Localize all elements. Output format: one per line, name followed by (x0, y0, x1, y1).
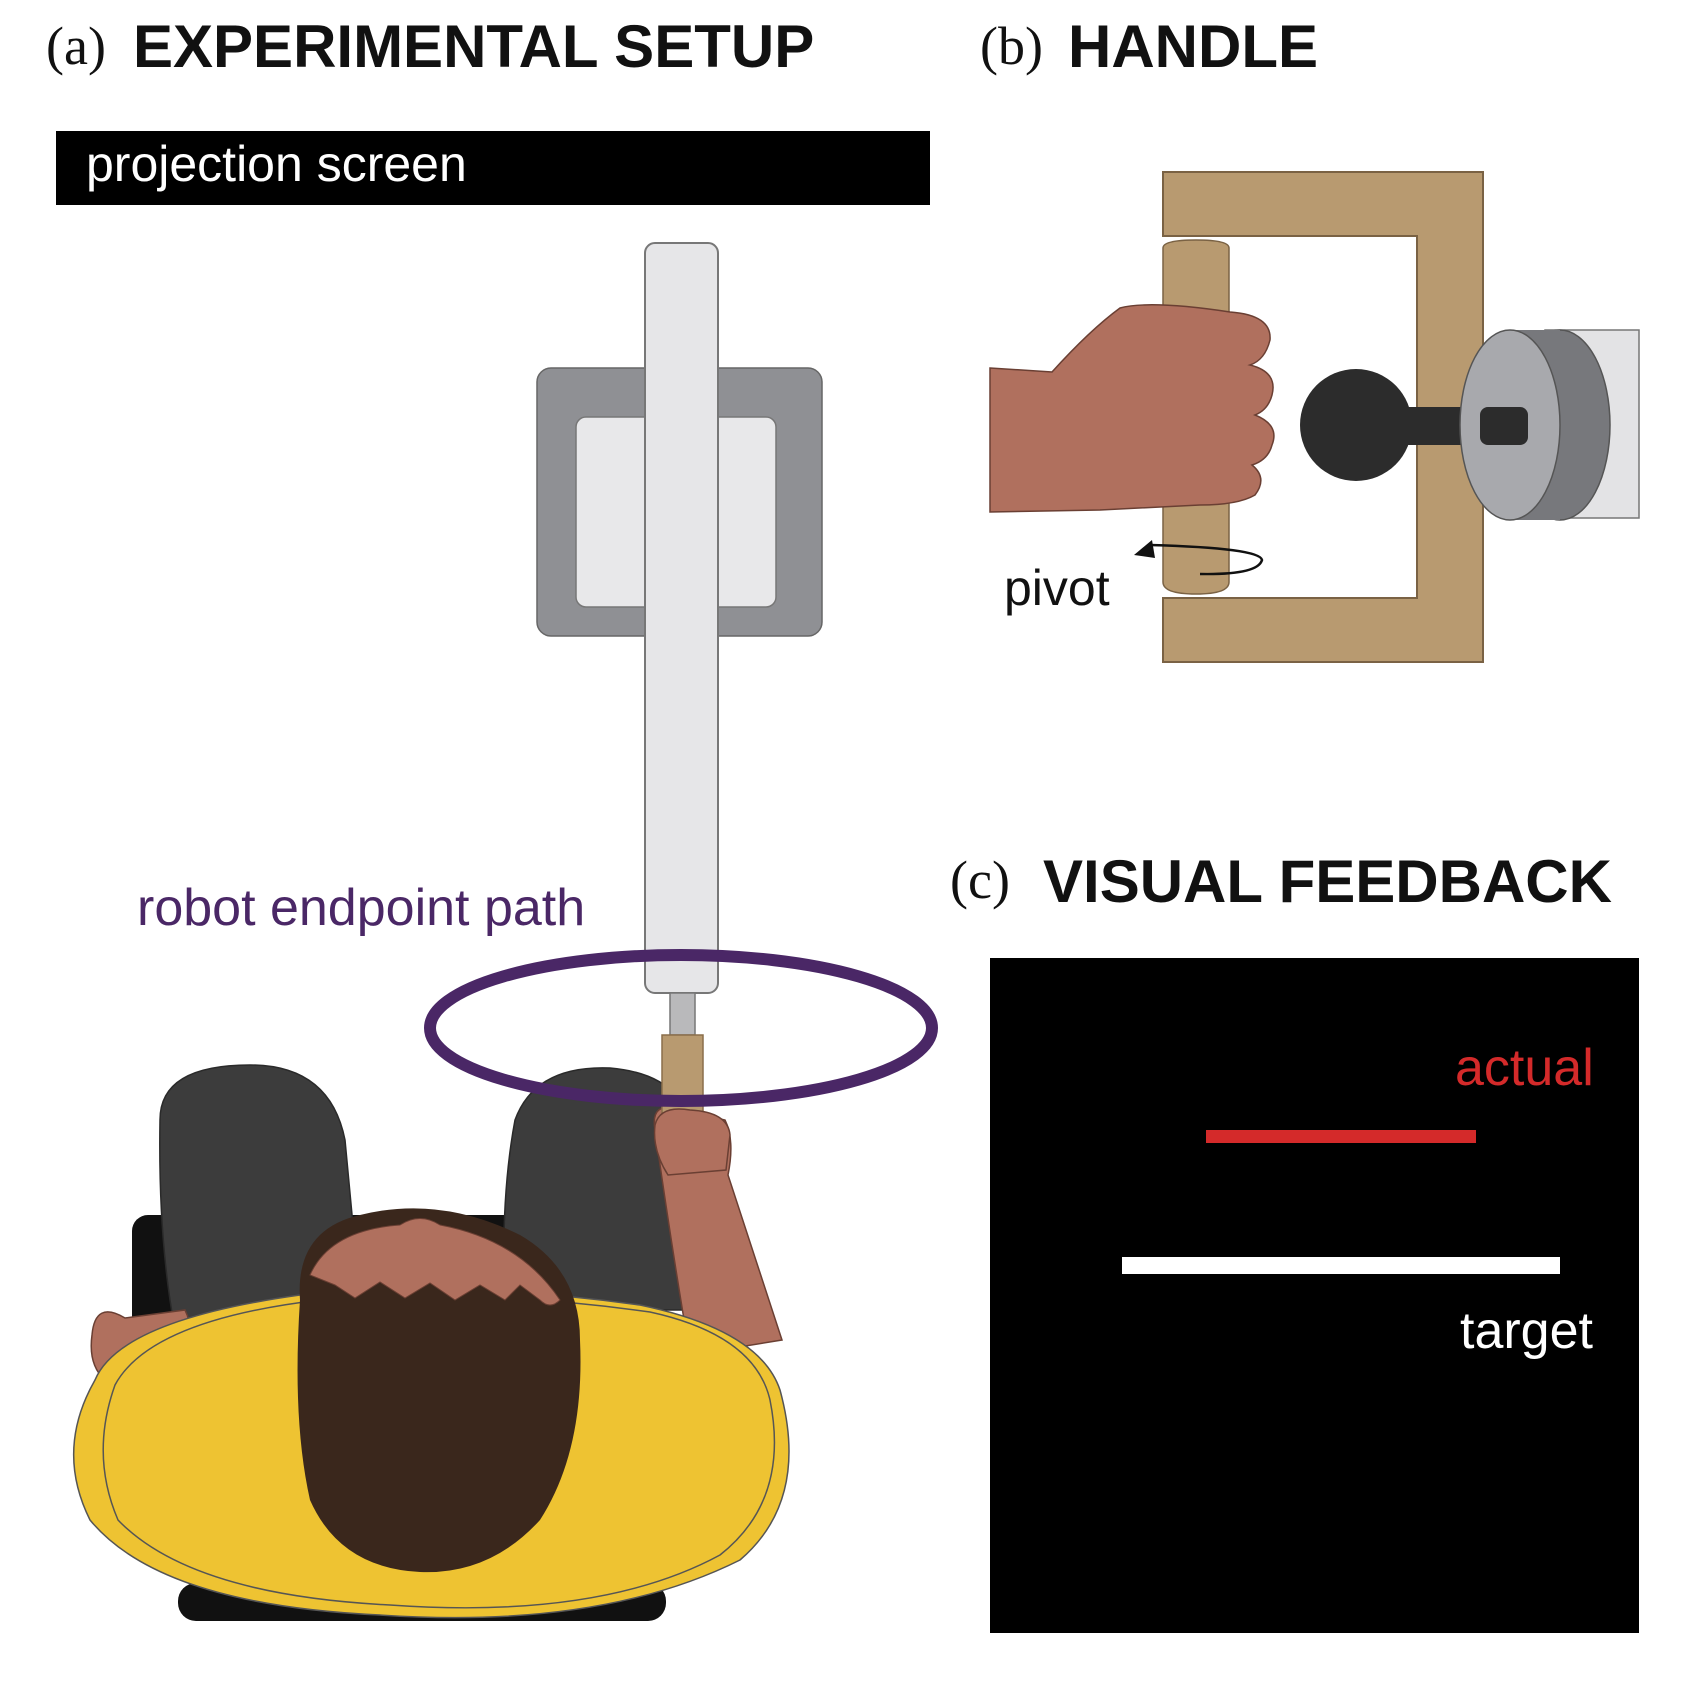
panel-a: (a) EXPERIMENTAL SETUP projection screen (46, 13, 938, 1621)
panel-b-title: HANDLE (1068, 13, 1318, 80)
pivot-arrowhead (1134, 540, 1155, 558)
visual-feedback-screen (990, 958, 1639, 1633)
panel-a-title: EXPERIMENTAL SETUP (133, 13, 814, 80)
motor-disc (1459, 329, 1640, 521)
ball-joint-neck (1404, 410, 1420, 442)
projection-screen-label: projection screen (86, 136, 467, 192)
target-label: target (1460, 1302, 1594, 1360)
target-bar (1122, 1257, 1560, 1274)
gripping-hand (989, 304, 1275, 513)
actual-label: actual (1455, 1039, 1594, 1097)
panel-c: (c) VISUAL FEEDBACK actual target (950, 848, 1639, 1633)
right-hand (653, 1108, 731, 1176)
panel-c-title: VISUAL FEEDBACK (1043, 848, 1612, 915)
pivot-label: pivot (1004, 560, 1110, 616)
forehead-skin (309, 1218, 561, 1306)
pivot-arrow (1149, 543, 1264, 576)
head (297, 1208, 581, 1573)
actual-bar (1206, 1130, 1476, 1143)
panel-c-letter: (c) (950, 850, 1010, 910)
panel-a-letter: (a) (46, 16, 106, 76)
robot-endpoint-path (424, 949, 938, 1107)
panel-b-letter: (b) (980, 16, 1043, 76)
robot-arm (644, 242, 719, 994)
panel-b: (b) HANDLE pivot (980, 13, 1640, 663)
robot-endpoint-path-label: robot endpoint path (137, 879, 585, 937)
projection-screen (56, 131, 930, 205)
ball-joint (1300, 369, 1412, 481)
robot-shaft (669, 992, 696, 1036)
